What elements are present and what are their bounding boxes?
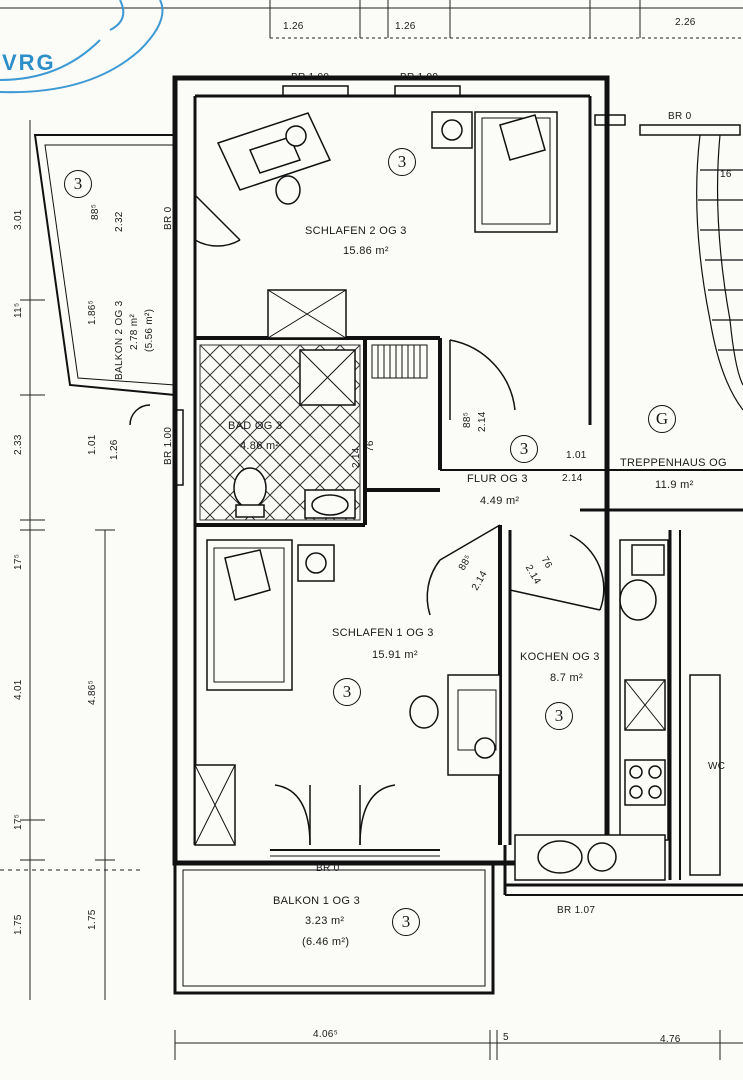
door-label: 88⁵	[462, 411, 473, 428]
room-name-balkon-1: BALKON 1 OG 3	[273, 895, 361, 907]
door-label: 1.26	[109, 439, 120, 460]
window-label: BR 1.00	[163, 426, 174, 465]
room-name-bad: BAD OG 3	[228, 420, 283, 432]
left-dim: 4.01	[13, 679, 24, 700]
door-label: 2.32	[114, 211, 125, 232]
room-marker: 3	[388, 148, 416, 176]
room-marker: 3	[392, 908, 420, 936]
room-marker: 3	[333, 678, 361, 706]
top-dim-2: 1.26	[395, 21, 416, 32]
left-dimension-lines	[0, 120, 140, 1000]
windows	[174, 85, 741, 486]
door-label: 88⁵	[90, 203, 101, 220]
left-dim: 4.86⁵	[87, 679, 98, 705]
room-area-balkon-2: 2.78 m²	[129, 313, 140, 350]
room-name-schlafen-1: SCHLAFEN 1 OG 3	[332, 627, 434, 639]
window-label: BR 1.00	[291, 72, 330, 83]
room-area2-balkon-1: (6.46 m²)	[302, 936, 350, 948]
bathroom-fixtures	[233, 349, 356, 519]
room-name-flur: FLUR OG 3	[467, 473, 528, 485]
room-area-balkon-1: 3.23 m²	[305, 915, 345, 927]
blue-stamp	[0, 0, 164, 94]
room-name-treppenhaus: TREPPENHAUS OG	[620, 457, 727, 469]
room-area2-balkon-2: (5.56 m²)	[144, 308, 155, 352]
door-label: 1.01	[87, 434, 98, 455]
left-dim: 17⁵	[13, 553, 24, 570]
door-label: 76	[365, 440, 376, 452]
left-dim: 17⁵	[13, 813, 24, 830]
wc-label: WC	[708, 761, 726, 772]
room-marker: 3	[545, 702, 573, 730]
left-dim: 1.75	[13, 914, 24, 935]
door-label: 1.01	[566, 450, 587, 461]
window-label: BR 0	[668, 111, 692, 122]
top-dim-3: 2.26	[675, 17, 696, 28]
room-marker: G	[648, 405, 676, 433]
room-area-treppenhaus: 11.9 m²	[655, 479, 694, 491]
window-label: BR 1.00	[400, 72, 439, 83]
bedroom-2-furniture	[216, 111, 558, 339]
room-area-schlafen-1: 15.91 m²	[372, 649, 418, 661]
door-label: 2.14	[477, 411, 488, 432]
staircase	[696, 134, 743, 411]
closet	[371, 344, 428, 379]
balcony-1-outline	[173, 849, 495, 995]
room-name-kochen: KOCHEN OG 3	[520, 651, 600, 663]
room-area-kochen: 8.7 m²	[550, 672, 583, 684]
door-label: 1.86⁵	[87, 299, 98, 325]
left-dim: 1.75	[87, 909, 98, 930]
room-name-schlafen-2: SCHLAFEN 2 OG 3	[305, 225, 407, 237]
window-label: BR 1.07	[557, 905, 596, 916]
bottom-dim: 5	[503, 1032, 509, 1043]
window-label: BR 0	[316, 863, 340, 874]
doors	[129, 194, 605, 846]
room-name-balkon-2: BALKON 2 OG 3	[114, 300, 125, 381]
bedroom-1-furniture	[194, 539, 501, 846]
door-label: 2.14	[351, 447, 362, 468]
left-dim: 11⁵	[13, 302, 24, 318]
room-marker: 3	[510, 435, 538, 463]
bottom-dim: 4.76	[660, 1034, 681, 1045]
bottom-dim: 4.06⁵	[313, 1029, 339, 1040]
room-area-flur: 4.49 m²	[480, 495, 520, 507]
window-label: BR 0	[163, 206, 174, 230]
stair-step-count: 16	[720, 169, 732, 180]
top-dim-1: 1.26	[283, 21, 304, 32]
left-dim: 2.33	[13, 434, 24, 455]
kitchen-furniture	[514, 539, 721, 881]
top-dimension-strip	[0, 0, 743, 39]
stamp-text: VRG	[2, 50, 56, 75]
room-area-bad: 4.86 m²	[240, 440, 280, 452]
balcony-2-outline	[33, 134, 176, 396]
room-area-schlafen-2: 15.86 m²	[343, 245, 389, 257]
bottom-dimension-line	[174, 1030, 743, 1060]
left-dim: 3.01	[13, 209, 24, 230]
door-label: 2.14	[562, 473, 583, 484]
room-marker: 3	[64, 170, 92, 198]
